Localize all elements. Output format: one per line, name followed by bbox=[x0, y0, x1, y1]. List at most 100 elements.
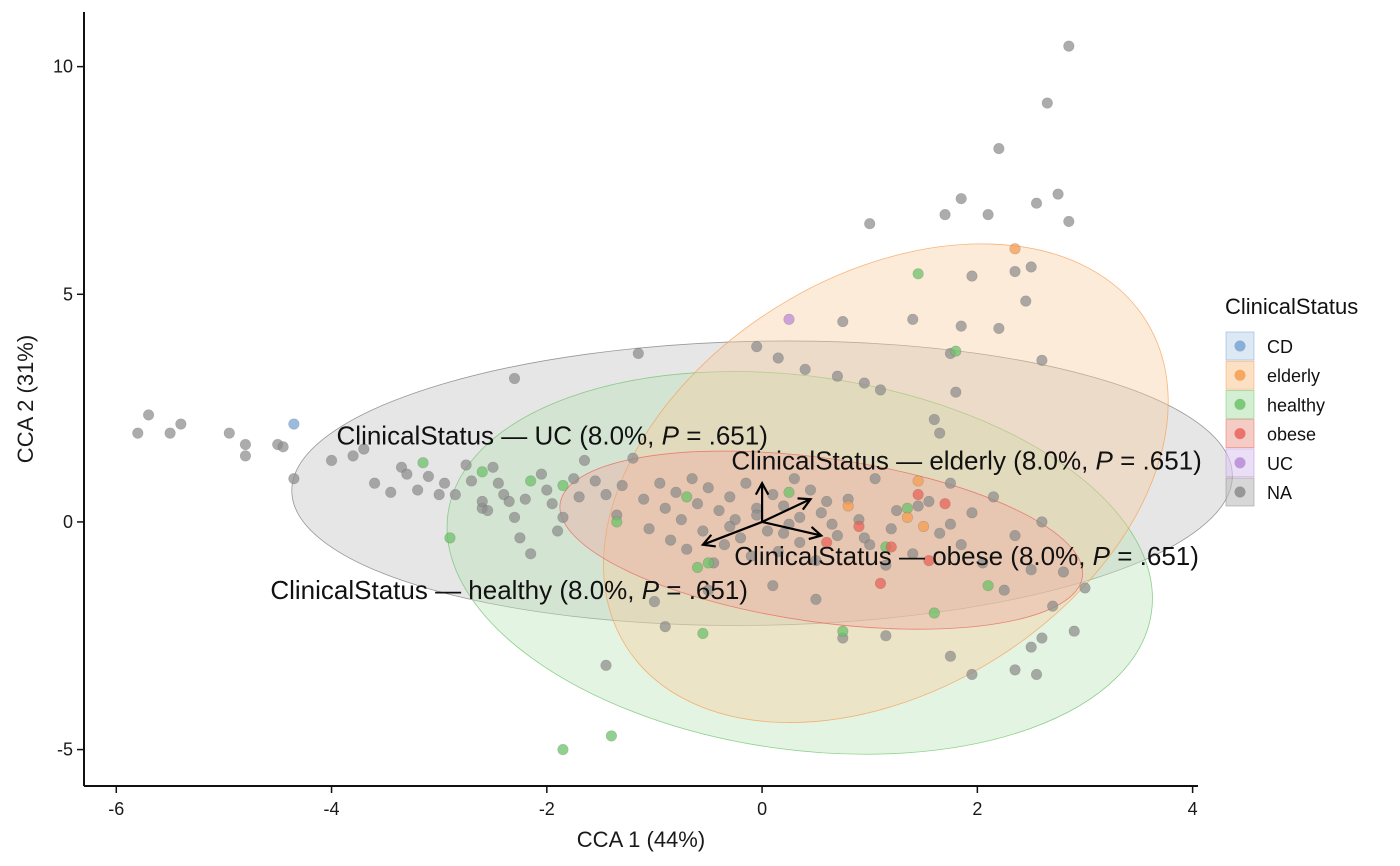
point-obese bbox=[821, 536, 833, 549]
point-healthy bbox=[476, 466, 488, 478]
legend-label: healthy bbox=[1267, 395, 1325, 415]
point-NA bbox=[514, 532, 526, 544]
point-NA bbox=[702, 482, 714, 494]
point-NA bbox=[966, 507, 978, 519]
point-NA bbox=[799, 363, 811, 376]
y-tick-label: 0 bbox=[63, 512, 73, 532]
point-elderly bbox=[842, 500, 854, 512]
point-NA bbox=[627, 452, 639, 464]
point-NA bbox=[1036, 632, 1048, 644]
point-NA bbox=[1030, 668, 1043, 681]
point-NA bbox=[573, 491, 585, 503]
point-healthy bbox=[557, 743, 569, 756]
legend-label: obese bbox=[1267, 425, 1316, 445]
point-NA bbox=[815, 507, 827, 519]
point-NA bbox=[670, 486, 682, 498]
point-NA bbox=[869, 473, 881, 485]
point-NA bbox=[578, 454, 591, 467]
point-NA bbox=[767, 580, 779, 592]
point-NA bbox=[369, 477, 381, 489]
point-NA bbox=[1036, 516, 1048, 528]
point-NA bbox=[288, 473, 300, 485]
point-NA bbox=[638, 493, 650, 505]
point-NA bbox=[401, 468, 413, 480]
point-elderly bbox=[917, 520, 930, 533]
point-NA bbox=[837, 316, 849, 328]
point-NA bbox=[175, 418, 187, 430]
point-NA bbox=[492, 477, 504, 489]
point-NA bbox=[1047, 600, 1059, 612]
legend-title: ClinicalStatus bbox=[1225, 294, 1358, 319]
point-NA bbox=[643, 523, 655, 535]
point-NA bbox=[858, 377, 870, 389]
point-NA bbox=[1009, 664, 1021, 676]
ellipse-layer bbox=[291, 243, 1233, 755]
point-NA bbox=[325, 454, 338, 467]
point-NA bbox=[1025, 564, 1037, 576]
point-healthy bbox=[691, 561, 704, 574]
point-NA bbox=[487, 461, 499, 473]
point-NA bbox=[659, 502, 671, 514]
point-NA bbox=[465, 475, 478, 487]
point-NA bbox=[944, 477, 957, 489]
point-NA bbox=[600, 489, 612, 501]
point-NA bbox=[476, 495, 488, 508]
point-healthy bbox=[697, 627, 709, 640]
point-NA bbox=[724, 491, 736, 503]
point-NA bbox=[535, 468, 548, 480]
point-NA bbox=[239, 450, 252, 462]
legend-label: UC bbox=[1267, 454, 1293, 474]
point-layer bbox=[132, 40, 1091, 756]
point-NA bbox=[239, 438, 252, 451]
y-tick-label: 10 bbox=[53, 57, 73, 77]
point-NA bbox=[433, 489, 445, 501]
legend-key-point bbox=[1234, 457, 1246, 469]
point-NA bbox=[950, 386, 962, 398]
x-tick-label: -4 bbox=[324, 799, 340, 819]
point-NA bbox=[923, 495, 935, 508]
point-NA bbox=[891, 504, 903, 517]
biplot-arrow-1 bbox=[761, 498, 811, 523]
y-axis-title: CCA 2 (31%) bbox=[13, 335, 38, 463]
point-healthy bbox=[417, 457, 429, 469]
point-NA bbox=[966, 270, 978, 282]
y-tick-label: 5 bbox=[63, 284, 73, 304]
point-NA bbox=[600, 659, 612, 671]
point-NA bbox=[1020, 295, 1032, 307]
point-NA bbox=[519, 493, 531, 505]
point-NA bbox=[982, 209, 994, 221]
point-NA bbox=[772, 545, 784, 558]
point-NA bbox=[449, 489, 461, 501]
legend-label: CD bbox=[1267, 337, 1293, 357]
arrow-layer bbox=[700, 480, 824, 548]
point-NA bbox=[551, 525, 564, 537]
point-NA bbox=[987, 491, 1000, 503]
point-NA bbox=[724, 520, 736, 533]
biplot-arrow-2 bbox=[761, 520, 822, 537]
point-NA bbox=[955, 539, 967, 551]
point-NA bbox=[858, 532, 870, 544]
point-NA bbox=[385, 486, 397, 498]
x-tick-label: 0 bbox=[757, 799, 767, 819]
biplot-arrowhead-0 bbox=[754, 480, 770, 496]
legend-label: elderly bbox=[1267, 366, 1320, 386]
point-NA bbox=[546, 498, 558, 510]
point-NA bbox=[164, 427, 176, 439]
point-elderly bbox=[912, 475, 924, 487]
point-NA bbox=[831, 370, 844, 382]
point-NA bbox=[955, 193, 967, 205]
point-NA bbox=[944, 518, 957, 530]
point-healthy bbox=[525, 475, 537, 487]
point-NA bbox=[993, 322, 1005, 335]
point-NA bbox=[794, 536, 806, 549]
point-NA bbox=[664, 534, 677, 546]
point-NA bbox=[1009, 529, 1021, 542]
ellipse-healthy bbox=[446, 371, 1153, 755]
biplot-arrowhead-3 bbox=[700, 534, 716, 548]
legend-item-UC: UC bbox=[1225, 448, 1293, 478]
point-NA bbox=[767, 489, 779, 501]
